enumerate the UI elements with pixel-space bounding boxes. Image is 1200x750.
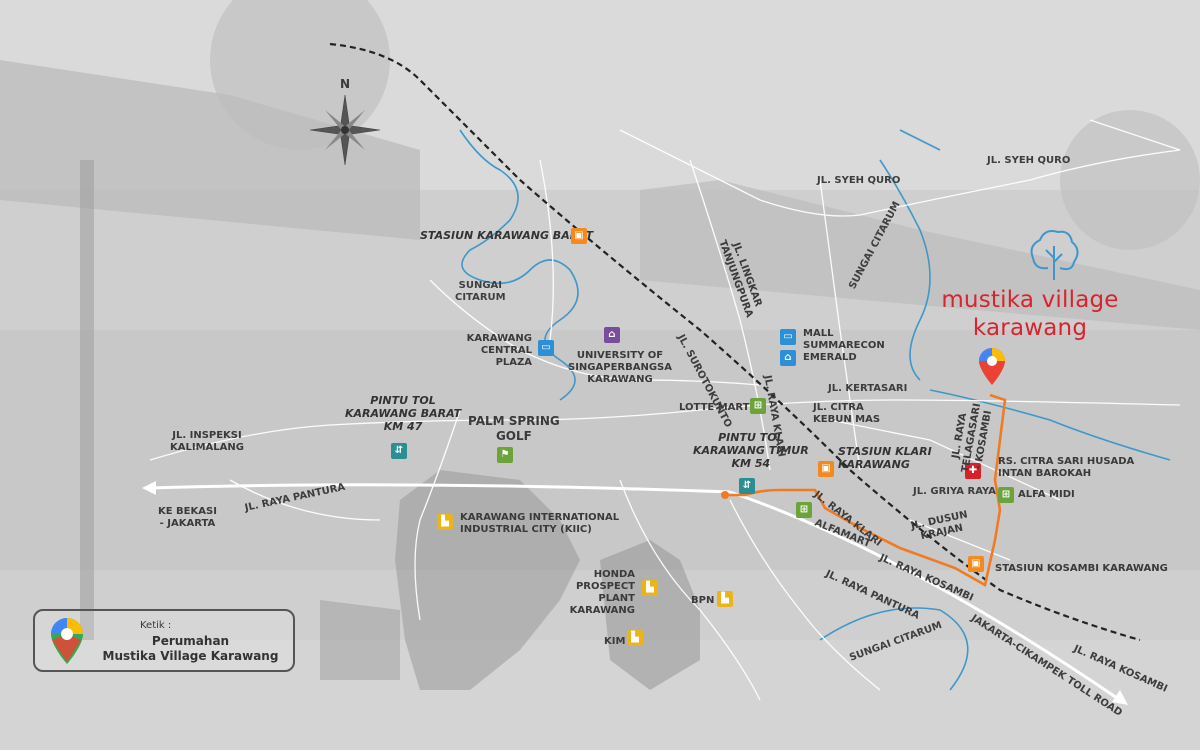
road-griya-raya: JL. GRIYA RAYA [913,486,997,497]
factory-icon: ▙ [627,630,643,646]
brand-title: mustika village karawang [900,286,1160,342]
hint-prefix: Ketik : [140,620,172,631]
university-icon: ⌂ [604,327,620,343]
hint-line1: Perumahan [151,634,230,648]
factory-icon: ▙ [437,514,453,530]
label-ke-bekasi: KE BEKASI - JAKARTA [158,506,217,529]
label-stasiun-karawang-barat: STASIUN KARAWANG BARAT [420,229,594,242]
label-honda: HONDA PROSPECT PLANT KARAWANG [569,569,635,616]
road-syeh-quro-2: JL. SYEH QURO [987,155,1071,166]
label-palm-spring-golf: PALM SPRING GOLF [468,414,560,443]
cart-icon: ⊞ [998,487,1014,503]
hospital-icon: ✚ [965,463,981,479]
label-pintu-tol-barat: PINTU TOL KARAWANG BARAT KM 47 [345,394,462,433]
label-pintu-tol-timur: PINTU TOL KARAWANG TIMUR KM 54 [693,431,809,470]
label-alfa-midi: ALFA MIDI [1018,489,1075,500]
shopping-icon: ▭ [780,329,796,345]
road-inspeksi-kalimalang: JL. INSPEKSI KALIMALANG [170,430,244,453]
hint-line2: Mustika Village Karawang [102,649,279,663]
label-mall-summarecon: MALL SUMMARECON EMERALD [803,328,885,363]
house-icon: ⌂ [780,350,796,366]
label-lotte-mart: LOTTE MART [679,402,750,413]
compass-icon [309,94,381,166]
google-maps-pin-icon [51,618,83,664]
golf-icon: ⚑ [497,447,513,463]
toll-gate-icon: ⇵ [739,478,755,494]
train-icon: ▣ [571,228,587,244]
label-karawang-central-plaza: KARAWANG CENTRAL PLAZA [466,333,532,368]
road-citra-kebun-mas: JL. CITRA KEBUN MAS [813,402,881,425]
search-hint-box: Ketik : Perumahan Mustika Village Karawa… [33,609,295,672]
brand-line1: mustika village [941,287,1119,313]
map-pin-icon [979,348,1005,385]
cart-icon: ⊞ [796,502,812,518]
road-syeh-quro-1: JL. SYEH QURO [817,175,901,186]
factory-icon: ▙ [642,580,658,596]
compass-north-label: N [340,77,351,91]
river-citarum-1: SUNGAI CITARUM [455,280,506,303]
train-icon: ▣ [818,461,834,477]
train-icon: ▣ [968,556,984,572]
cart-icon: ⊞ [750,398,766,414]
label-stasiun-klari: STASIUN KLARI KARAWANG [838,445,932,471]
toll-gate-icon: ⇵ [391,443,407,459]
label-kiic: KARAWANG INTERNATIONAL INDUSTRIAL CITY (… [460,512,620,535]
shopping-icon: ▭ [538,340,554,356]
label-stasiun-kosambi: STASIUN KOSAMBI KARAWANG [995,563,1168,574]
label-kim: KIM [604,636,626,647]
factory-icon: ▙ [717,591,733,607]
brand-line2: karawang [972,315,1088,341]
label-bpn: BPN [691,595,715,606]
label-unsika: UNIVERSITY OF SINGAPERBANGSA KARAWANG [568,350,672,385]
road-kertasari: JL. KERTASARI [828,383,908,394]
brand-tree-icon [1030,230,1079,280]
label-rs-citra-sari: RS. CITRA SARI HUSADA INTAN BAROKAH [998,456,1135,479]
